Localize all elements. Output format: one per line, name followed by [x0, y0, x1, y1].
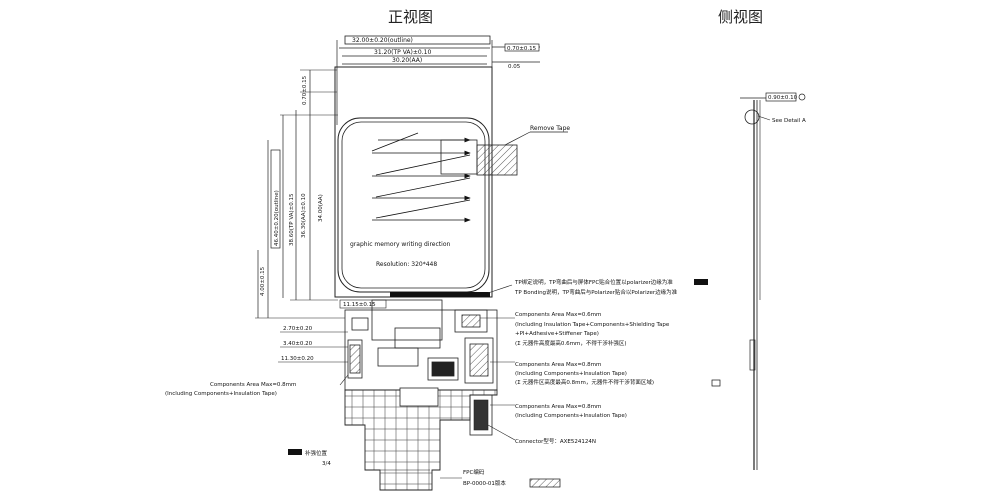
fpc-code-box [529, 478, 561, 488]
direction-label: graphic memory writing direction [350, 241, 450, 248]
dim-offset-3: 11.30±0.20 [281, 356, 314, 362]
note-connector: Connector型号：AXE524124N [515, 437, 596, 445]
front-view-title: 正视图 [388, 8, 434, 26]
see-detail-label: See Detail A [772, 118, 806, 124]
dim-aa-height-2: 34.00(AA) [318, 194, 324, 222]
fpc-upper [344, 299, 498, 391]
side-tag-circle [798, 93, 806, 101]
side-component [749, 339, 756, 371]
note-fpc-label: FPC编码 [463, 468, 485, 476]
note-tp-bonding-en: TP Bonding说明，TP弯曲后与Polarizer贴合以Polarizer… [514, 288, 678, 296]
stiffener-marker [288, 449, 302, 455]
dim-aa-height: 36.30(AA)±0.10 [301, 193, 307, 238]
side-view-title: 侧视图 [718, 8, 764, 26]
dim-bottom-height: 4.00±0.15 [260, 266, 266, 296]
top-dimensions: 32.00±0.20(outline) 31.20(TP VA)±0.10 30… [336, 35, 493, 125]
note-left-l1: Components Area Max=0.8mm [210, 382, 296, 388]
note-comp2-l1: Components Area Max=0.8mm [515, 362, 601, 368]
dim-tp-width: 31.20(TP VA)±0.10 [374, 49, 431, 56]
note-marker-1 [694, 279, 708, 285]
callout-lines [339, 284, 516, 479]
front-view: 32.00±0.20(outline) 31.20(TP VA)±0.10 30… [165, 35, 721, 491]
bonding-strip [390, 292, 490, 297]
remove-tape-hatch [476, 144, 518, 176]
left-dimensions: 46.40±0.20(outline) 38.60(TP VA)±0.15 36… [255, 69, 387, 363]
note-comp2-l3: (Σ 元器件区高度最高0.8mm，元器件不得干涉背面区域) [515, 378, 654, 386]
resolution-label: Resolution: 320*448 [376, 261, 437, 268]
note-comp2-l2: (Including Components+Insulation Tape) [515, 371, 627, 377]
note-stiffener-sub: 3/4 [322, 461, 331, 467]
note-comp1-l2: (Including Insulation Tape+Components+Sh… [515, 322, 670, 328]
fpc-tail [344, 387, 498, 491]
note-left-l2: (Including Components+Insulation Tape) [165, 391, 277, 397]
dim-right-1: 0.70±0.15 [507, 46, 537, 52]
note-marker-2 [711, 379, 721, 387]
dim-aa-width: 30.20(AA) [392, 57, 422, 64]
detail-a-circle [744, 109, 760, 125]
writing-direction-arrows [371, 132, 471, 223]
note-fpc-code: BP-0000-01版本 [463, 479, 506, 487]
dim-ribbon: 11.15±0.15 [343, 302, 376, 308]
dim-offset-1: 2.70±0.20 [283, 326, 313, 332]
remove-tape-label: Remove Tape [530, 125, 570, 132]
active-area-outline [341, 121, 486, 289]
side-view: 0.90±0.10 See Detail A [740, 92, 806, 470]
side-tag: 0.90±0.10 [768, 95, 798, 101]
note-comp1-l4: (Σ 元器件高度最高0.6mm，不得干涉补强区) [515, 339, 626, 347]
note-stiffener: 补强位置 [305, 449, 328, 457]
note-comp3-l2: (Including Components+Insulation Tape) [515, 413, 627, 419]
dim-right-2: 0.05 [508, 64, 521, 70]
note-comp1-l3: +PI+Adhesive+Stiffener Tape) [515, 331, 599, 337]
dim-top-small: 0.70±0.15 [302, 75, 308, 105]
right-dimensions: 0.70±0.15 0.05 [492, 43, 540, 70]
note-comp1-l1: Components Area Max=0.6mm [515, 312, 601, 318]
dim-outline-height: 46.40±0.20(outline) [274, 190, 280, 246]
dim-outline-width: 32.00±0.20(outline) [352, 37, 413, 44]
note-tp-bonding-cn: TP绑定说明，TP弯曲后与屏体FPC贴合位置以polarizer边缘为准 [514, 278, 673, 286]
side-tag-box [765, 92, 797, 102]
dim-offset-2: 3.40±0.20 [283, 341, 313, 347]
dim-tp-height: 38.60(TP VA)±0.15 [289, 193, 295, 246]
note-comp3-l1: Components Area Max=0.8mm [515, 404, 601, 410]
